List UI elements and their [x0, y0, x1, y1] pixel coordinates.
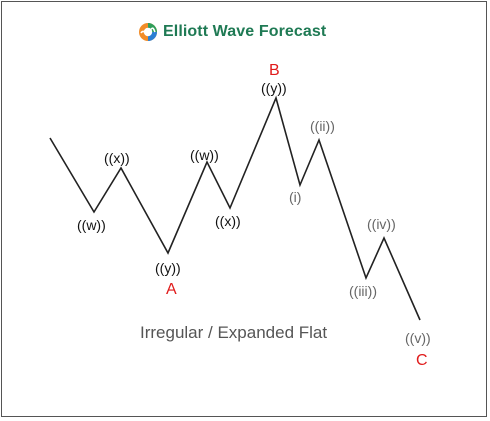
label-y-first: ((y)) [155, 260, 181, 276]
label-wave-iv: ((iv)) [367, 216, 396, 232]
diagram-caption: Irregular / Expanded Flat [140, 323, 327, 342]
elliott-wave-logo-icon [139, 23, 157, 41]
brand-name: Elliott Wave Forecast [163, 23, 327, 40]
brand-logo: Elliott Wave Forecast [138, 20, 326, 44]
label-w-first: ((w)) [77, 217, 106, 233]
label-wave-i: (i) [289, 189, 301, 205]
label-x-first: ((x)) [104, 150, 130, 166]
label-point-b: B [269, 62, 280, 79]
label-x-second: ((x)) [215, 213, 241, 229]
label-point-c: C [416, 352, 428, 369]
label-point-a: A [166, 281, 177, 298]
label-wave-ii: ((ii)) [310, 118, 335, 134]
wave-path [49, 95, 421, 321]
label-wave-iii: ((iii)) [349, 283, 377, 299]
label-w-second: ((w)) [190, 147, 219, 163]
label-y-second: ((y)) [261, 80, 287, 96]
label-wave-v: ((v)) [405, 330, 431, 346]
